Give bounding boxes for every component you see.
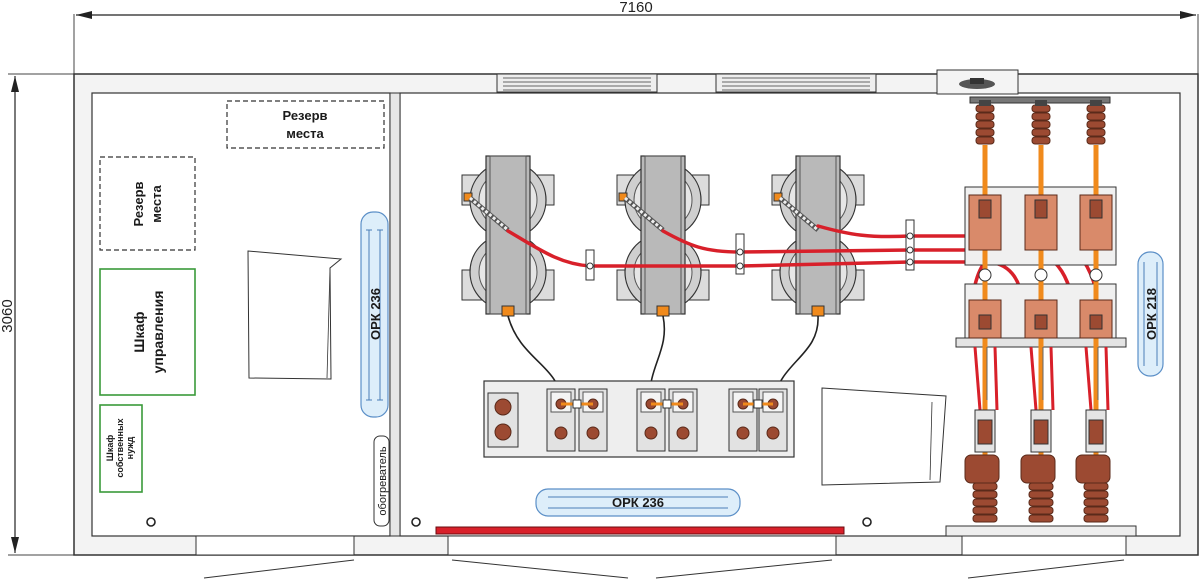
ork-left-label: ОРК 236	[368, 288, 383, 340]
phase-1	[964, 100, 1002, 523]
phase-3	[1075, 100, 1113, 523]
right-panel-sketch	[821, 387, 947, 486]
left-panel-sketch	[247, 250, 343, 380]
ventilation-grille-1	[496, 73, 658, 93]
height-dimension: 3060	[0, 73, 74, 556]
svg-text:Резерв: Резерв	[131, 181, 146, 226]
cable-clamps	[585, 219, 915, 281]
ork-bottom-label: ОРК 236	[612, 495, 664, 510]
ventilation-grille-2	[715, 73, 877, 93]
reserve-space-left: Резерв места	[99, 156, 196, 251]
roof-bushing-box	[936, 69, 1019, 95]
width-dimension: 7160	[73, 0, 1199, 74]
height-label: 3060	[0, 299, 16, 332]
terminal-pair-1	[546, 388, 608, 452]
svg-text:места: места	[149, 184, 164, 222]
reserve-space-top: Резерв места	[226, 100, 385, 149]
aux-needs-cabinet: Шкаф собственных нужд	[99, 404, 143, 493]
svg-text:Шкаф: Шкаф	[105, 435, 115, 462]
current-transformers	[461, 155, 865, 317]
svg-text:нужд: нужд	[125, 436, 135, 459]
svg-text:Резерв: Резерв	[282, 108, 327, 123]
door-openings	[195, 535, 1127, 579]
ork-right-label: ОРК 218	[1144, 288, 1159, 340]
ground-point-2	[862, 517, 872, 527]
svg-text:управления: управления	[150, 291, 166, 374]
svg-text:собственных: собственных	[115, 418, 125, 477]
transformer-1	[461, 155, 555, 317]
svg-text:места: места	[286, 126, 324, 141]
control-cabinet: Шкаф управления	[99, 268, 196, 396]
ork-236-vertical: ОРК 236	[360, 211, 389, 418]
switchgear-phases	[964, 100, 1113, 523]
svg-text:обогреватель: обогреватель	[377, 446, 389, 515]
svg-text:Шкаф: Шкаф	[131, 311, 147, 352]
terminal-pair-3	[728, 388, 788, 452]
ground-point-1	[411, 517, 421, 527]
terminal-pair-2	[636, 388, 698, 452]
ork-236-horizontal: ОРК 236	[535, 488, 741, 517]
ork-218-vertical: ОРК 218	[1137, 251, 1164, 377]
heater: обогреватель	[373, 435, 390, 527]
terminal-units	[546, 388, 788, 452]
ground-point-left	[146, 517, 156, 527]
transformer-2	[616, 155, 710, 317]
width-label: 7160	[619, 0, 652, 16]
heating-element-red	[435, 526, 845, 535]
phase-2	[1020, 100, 1058, 523]
